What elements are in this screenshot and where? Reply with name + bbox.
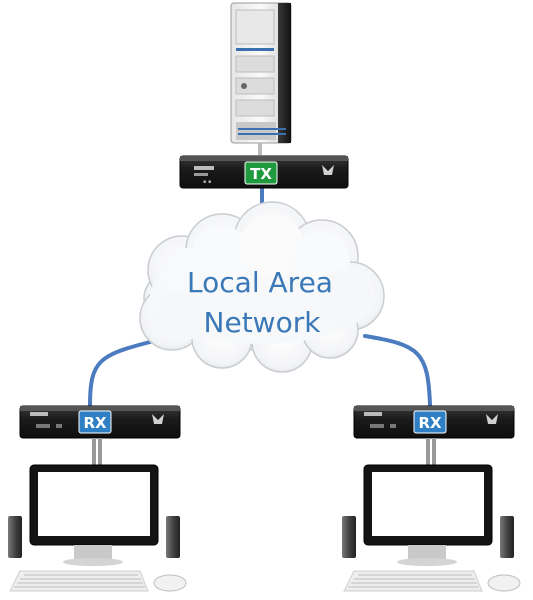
svg-text:▪ ▪: ▪ ▪: [203, 179, 211, 185]
mouse-right: [487, 574, 521, 592]
keyboard-right: [343, 570, 483, 592]
receiver-station-right: RX: [342, 405, 521, 592]
rx-label-right: RX: [418, 414, 442, 432]
speaker-left: [8, 516, 22, 558]
rx-badge-left: [78, 410, 112, 434]
tx-label: TX: [250, 165, 272, 183]
cable-cloud-to-rx-left: [88, 340, 152, 407]
receiver-station-left: RX: [8, 405, 187, 592]
tower-computer: [230, 2, 292, 155]
speaker-right: [500, 516, 514, 558]
speaker-left: [342, 516, 356, 558]
lan-cloud: Local Area Network: [139, 201, 385, 373]
keyboard-left: [9, 570, 149, 592]
speaker-right: [166, 516, 180, 558]
monitor-left: [29, 464, 159, 566]
rx-extender-left: RX: [19, 405, 181, 439]
cloud-label-line2: Network: [204, 306, 322, 339]
brand-logo-icon: [322, 165, 334, 175]
brand-logo-icon: [486, 414, 498, 424]
rx-badge-right: [413, 410, 447, 434]
monitor-right: [363, 464, 493, 566]
tx-badge: [244, 161, 278, 185]
mouse-left: [153, 574, 187, 592]
rx-extender-right: RX: [353, 405, 515, 439]
brand-logo-icon: [152, 414, 164, 424]
cloud-label-line1: Local Area: [187, 266, 333, 299]
tx-extender: ▪ ▪ TX: [179, 155, 349, 189]
cable-cloud-to-rx-right: [363, 334, 432, 407]
rx-label-left: RX: [83, 414, 107, 432]
